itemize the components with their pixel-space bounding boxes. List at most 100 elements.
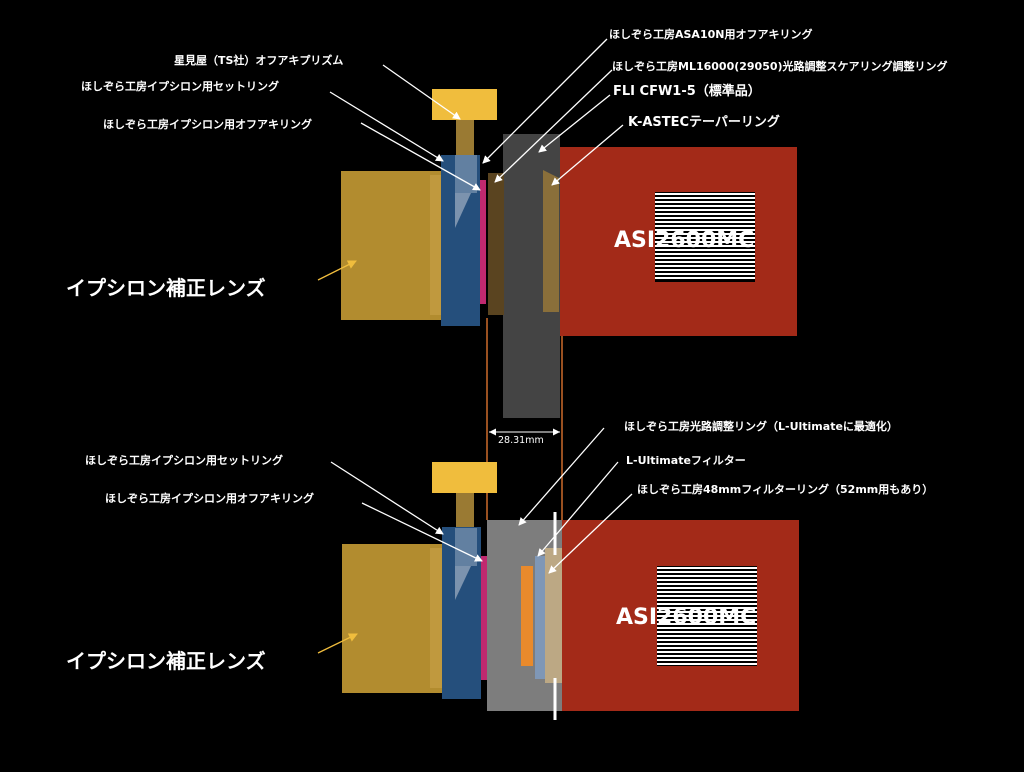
top-prism-wedge	[455, 193, 471, 228]
sensor-stripe	[655, 277, 755, 279]
sensor-stripe	[655, 217, 755, 219]
label-top-fli-cfw: FLI CFW1-5（標準品）	[613, 84, 761, 99]
sensor-stripe	[657, 571, 757, 573]
sensor-stripe	[655, 225, 755, 227]
sensor-stripe	[655, 269, 755, 271]
bottom-lens-shade	[430, 548, 444, 688]
label-bottom-filter: L-Ultimateフィルター	[626, 454, 746, 467]
arrow-bottom-offaxis	[361, 502, 483, 562]
sensor-stripe	[655, 245, 755, 247]
arrow-ml16000	[494, 69, 613, 183]
arrow-filter-ring	[548, 493, 633, 574]
sensor-stripe	[657, 623, 757, 625]
arrow-adjust-ring	[518, 427, 605, 526]
label-top-epsilon-set-ring: ほしぞら工房イプシロン用セットリング	[81, 80, 279, 93]
sensor-stripe	[655, 265, 755, 267]
sensor-stripe	[655, 261, 755, 263]
sensor-stripe	[655, 221, 755, 223]
top-assembly	[341, 89, 797, 418]
sensor-stripe	[657, 619, 757, 621]
arrow-asa-offaxis	[482, 38, 608, 164]
sensor-stripe	[655, 197, 755, 199]
sensor-stripe	[655, 201, 755, 203]
top-prism-knob	[432, 89, 497, 120]
sensor-stripe	[657, 595, 757, 597]
sensor-stripe	[655, 193, 755, 195]
label-top-hoshimiya-prism: 星見屋（TS社）オフアキプリズム	[174, 54, 344, 67]
sensor-stripe	[657, 603, 757, 605]
sensor-stripe	[655, 257, 755, 259]
arrow-top-offaxis	[360, 122, 481, 191]
top-taper-ring	[543, 170, 559, 312]
sensor-stripe	[655, 237, 755, 239]
sensor-stripe	[657, 655, 757, 657]
sensor-stripe	[657, 643, 757, 645]
bottom-filter-blue	[535, 556, 545, 679]
sensor-stripe	[655, 253, 755, 255]
bottom-filter-ring-48mm	[545, 548, 562, 683]
sensor-stripe	[657, 631, 757, 633]
label-bottom-lens: イプシロン補正レンズ	[66, 649, 266, 673]
label-bottom-camera: ASI2600MC	[616, 605, 757, 630]
sensor-stripe	[657, 567, 757, 569]
sensor-stripe	[657, 611, 757, 613]
label-top-camera: ASI2600MC	[614, 228, 755, 253]
bottom-epsilon-offaxis-ring	[481, 556, 487, 680]
sensor-stripe	[657, 659, 757, 661]
bottom-prism-window	[455, 528, 477, 566]
callout-arrows	[317, 38, 633, 654]
sensor-stripe	[657, 575, 757, 577]
top-camera-sensor	[655, 192, 755, 282]
label-top-kastec: K-ASTECテーパーリング	[628, 115, 780, 130]
label-dimension: 28.31mm	[498, 435, 544, 446]
sensor-stripe	[657, 647, 757, 649]
top-prism-window	[455, 155, 477, 193]
sensor-stripe	[655, 213, 755, 215]
arrow-top-lens	[317, 260, 357, 281]
sensor-stripe	[657, 627, 757, 629]
bottom-prism-wedge	[455, 566, 471, 600]
sensor-stripe	[657, 591, 757, 593]
arrow-kastec	[551, 124, 624, 186]
label-bottom-filter-ring: ほしぞら工房48mmフィルターリング（52mm用もあり）	[637, 483, 934, 496]
arrow-fli-cfw	[538, 94, 611, 153]
sensor-stripe	[657, 607, 757, 609]
sensor-stripe	[657, 615, 757, 617]
sensor-stripe	[657, 635, 757, 637]
label-bottom-epsilon-set-ring: ほしぞら工房イプシロン用セットリング	[85, 454, 283, 467]
top-lens-shade	[430, 175, 444, 315]
sensor-stripe	[657, 583, 757, 585]
sensor-stripe	[657, 651, 757, 653]
bottom-lens	[342, 544, 444, 693]
arrow-bottom-set-ring	[330, 461, 444, 535]
arrow-bottom-lens	[317, 633, 358, 654]
bottom-camera-sensor	[657, 566, 757, 666]
bottom-prism-knob	[432, 462, 497, 493]
top-epsilon-offaxis-ring	[480, 180, 486, 304]
sensor-stripe	[655, 241, 755, 243]
bottom-assembly	[342, 462, 799, 720]
sensor-stripe	[655, 249, 755, 251]
label-top-lens: イプシロン補正レンズ	[66, 276, 266, 300]
sensor-stripe	[655, 205, 755, 207]
bottom-filter-orange	[521, 566, 533, 666]
sensor-stripe	[655, 209, 755, 211]
top-lens	[341, 171, 445, 320]
sensor-stripe	[657, 579, 757, 581]
label-top-ml16000-ring: ほしぞら工房ML16000(29050)光路調整スケアリング調整リング	[612, 60, 948, 73]
label-top-asa-offaxis: ほしぞら工房ASA10N用オフアキリング	[609, 28, 813, 41]
arrow-filter	[537, 461, 619, 557]
label-top-epsilon-offaxis: ほしぞら工房イプシロン用オフアキリング	[103, 118, 312, 131]
sensor-stripe	[655, 229, 755, 231]
sensor-stripe	[655, 273, 755, 275]
arrow-hoshimiya-prism	[382, 64, 461, 120]
sensor-stripe	[657, 663, 757, 665]
sensor-stripe	[657, 599, 757, 601]
label-bottom-adjust-ring: ほしぞら工房光路調整リング（L-Ultimateに最適化）	[624, 420, 898, 433]
arrow-top-set-ring	[329, 91, 444, 162]
sensor-stripe	[657, 587, 757, 589]
label-bottom-epsilon-offaxis: ほしぞら工房イプシロン用オフアキリング	[105, 492, 314, 505]
sensor-stripe	[655, 233, 755, 235]
